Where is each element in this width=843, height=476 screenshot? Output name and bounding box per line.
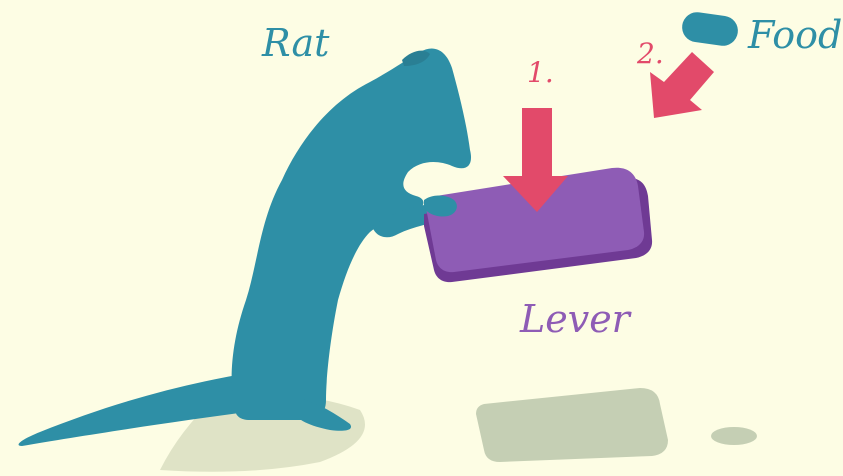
food-pellet-shape xyxy=(682,12,738,46)
arrow-2-food xyxy=(650,52,714,118)
lever-label: Lever xyxy=(520,297,630,341)
diagonal-arrow-icon xyxy=(650,52,714,118)
lever xyxy=(424,167,653,283)
rat-silhouette xyxy=(18,48,472,446)
food-shadow xyxy=(711,427,757,445)
rat-feet xyxy=(292,398,352,431)
rat-paw-on-lever xyxy=(424,195,457,217)
rat-tail xyxy=(18,372,263,446)
rat-label: Rat xyxy=(262,21,330,65)
step-1-label: 1. xyxy=(527,56,554,89)
food-pellet xyxy=(682,12,738,46)
step-2-label: 2. xyxy=(637,37,664,70)
lever-top xyxy=(425,167,645,273)
rat-ear xyxy=(402,50,430,66)
food-label: Food xyxy=(748,13,843,57)
lever-shadow xyxy=(476,388,668,462)
rat-body xyxy=(231,48,472,421)
arrow-1-press xyxy=(503,108,568,212)
down-arrow-icon xyxy=(503,108,568,212)
